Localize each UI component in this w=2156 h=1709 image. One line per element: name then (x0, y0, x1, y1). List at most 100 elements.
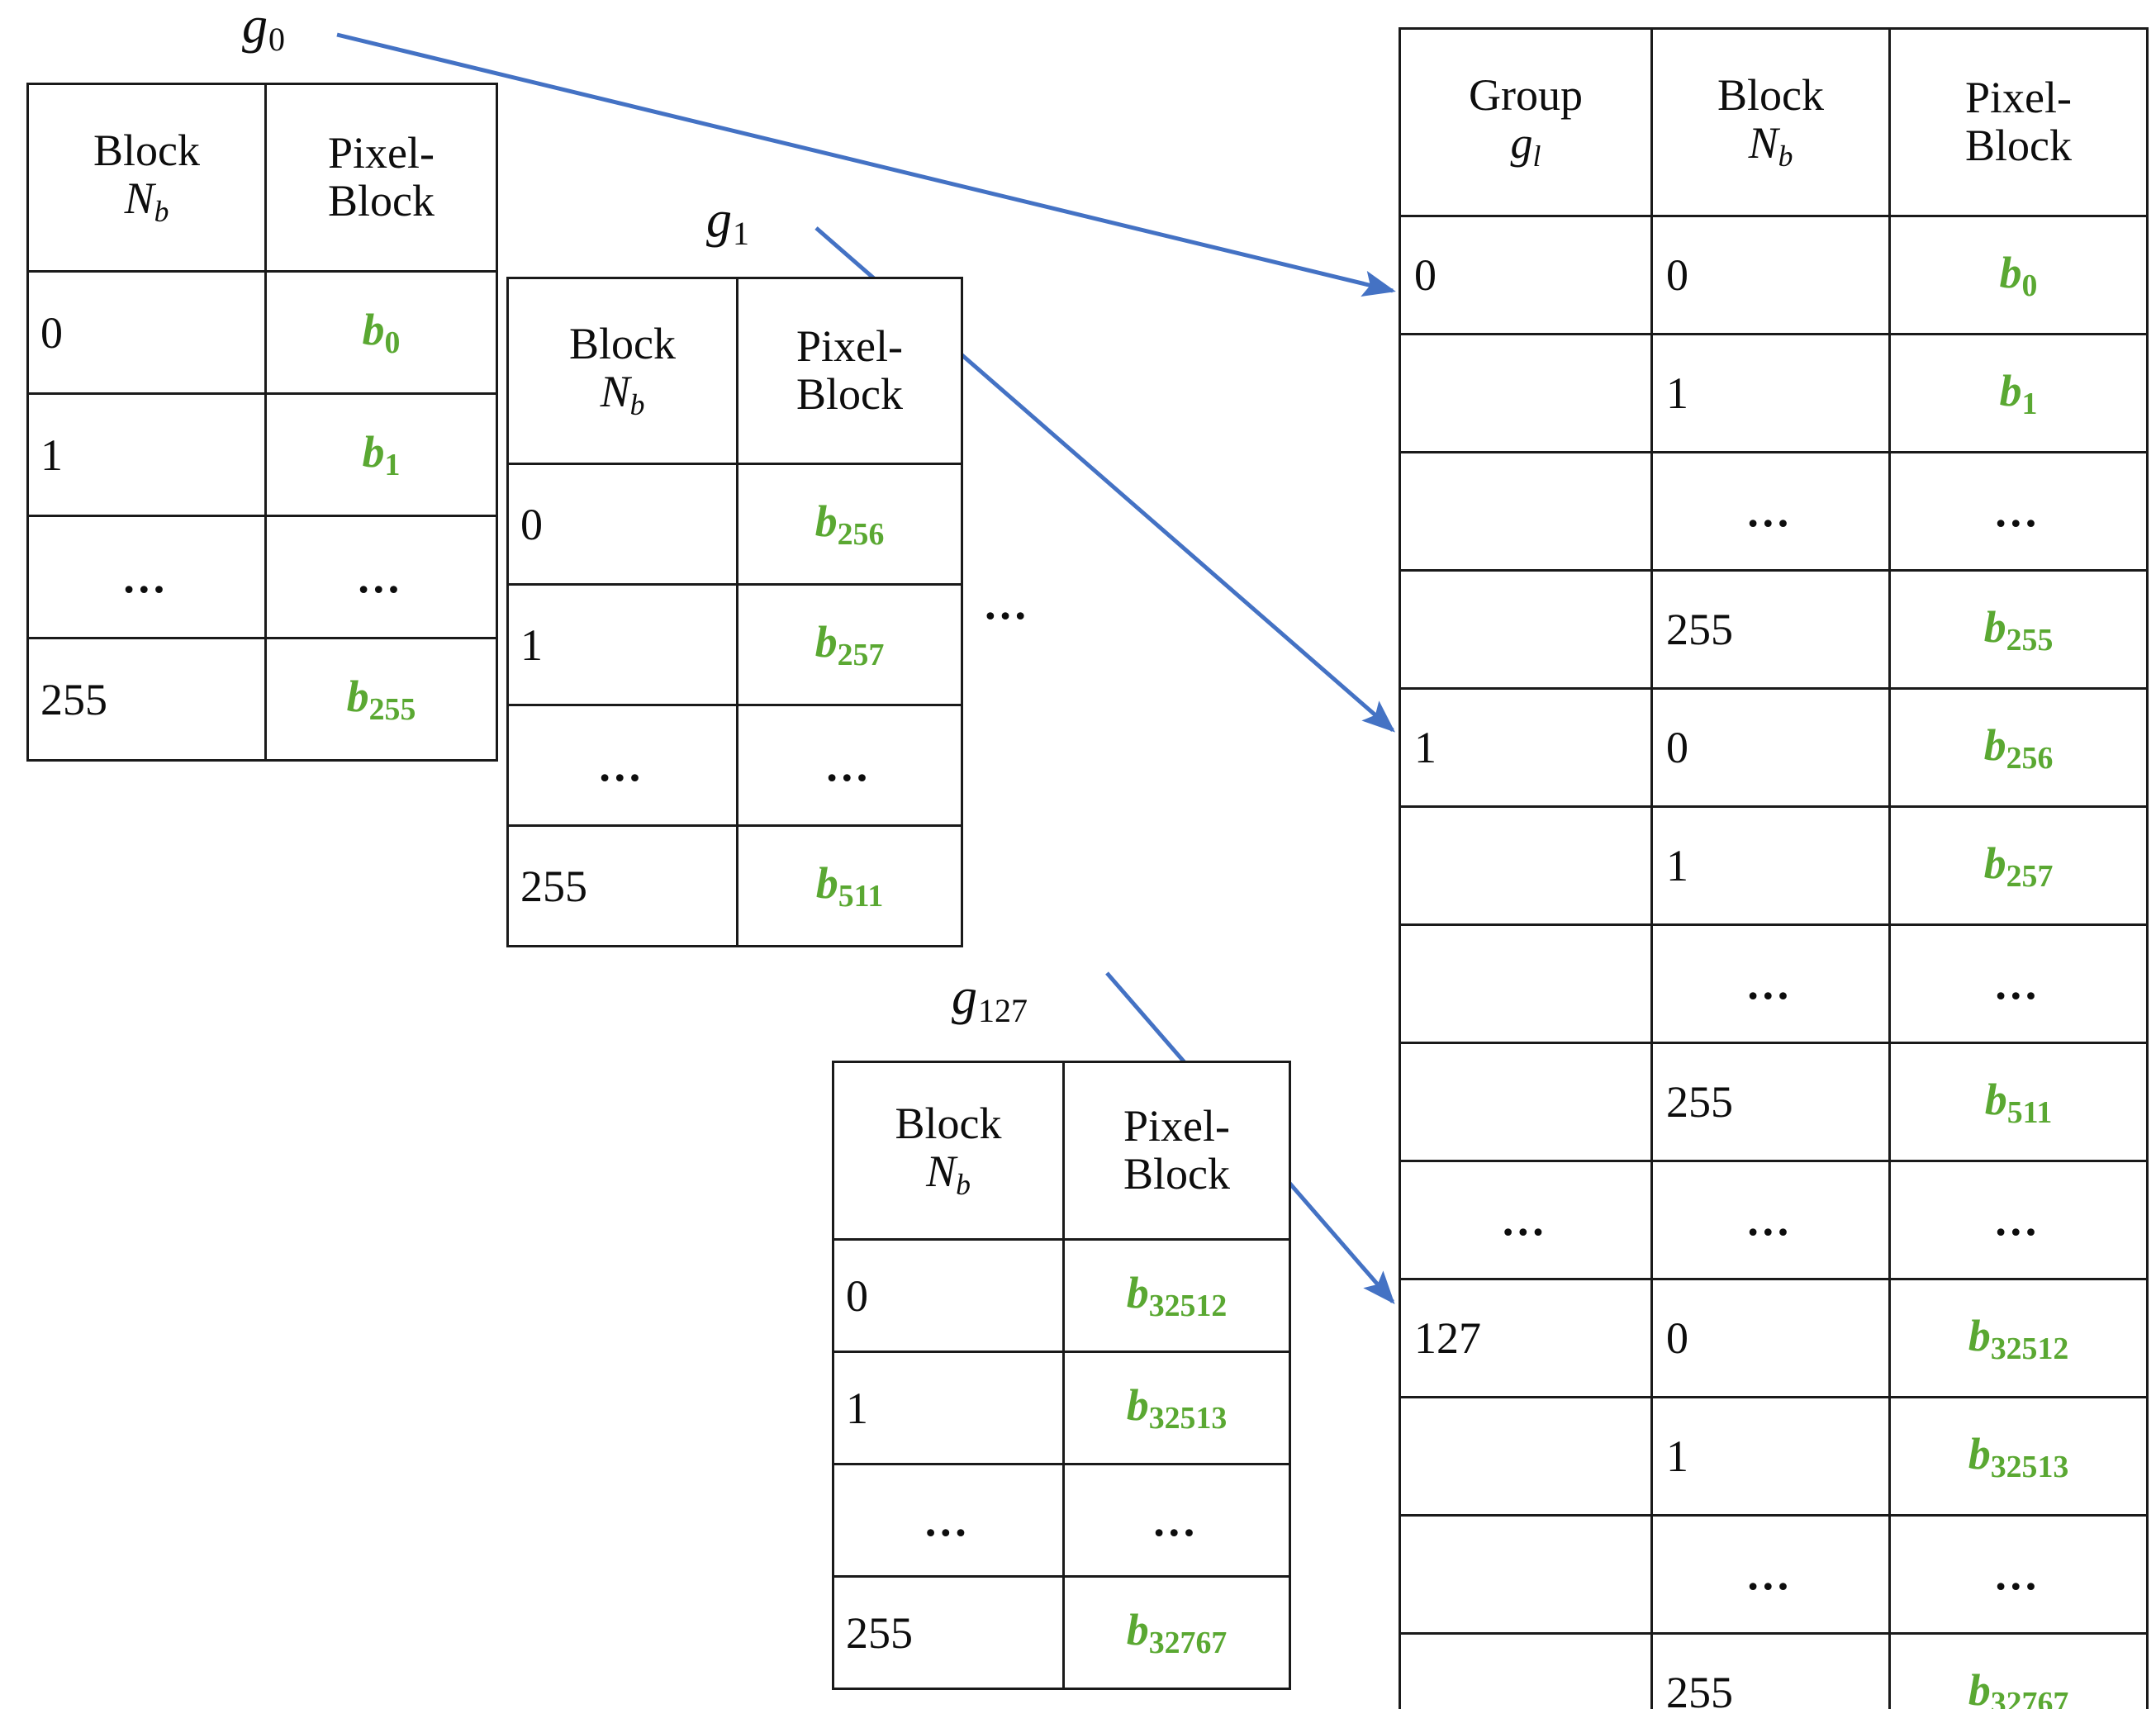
cell-block-index-ellipsis: … (832, 1463, 1065, 1578)
cell-block-index: 255 (1650, 1042, 1891, 1162)
cell-block-index: 0 (1650, 1278, 1891, 1398)
cell-pixel-block: b256 (736, 463, 963, 586)
cell-pixel-block: b511 (1888, 1042, 2149, 1162)
table-row: 0 b256 (506, 463, 963, 586)
cell-group-index (1399, 451, 1653, 572)
cell-block-index: 255 (506, 824, 738, 947)
header-block-nb: Block Nb (1650, 27, 1891, 217)
group-table-g127: Block Nb Pixel- Block 0 b32512 1 b32513 … (832, 1061, 1291, 1690)
cell-group-index (1399, 923, 1653, 1044)
cell-block-index-ellipsis: … (506, 704, 738, 827)
cell-group-index (1399, 1042, 1653, 1162)
cell-pixel-block: b1 (1888, 333, 2149, 453)
table-row: 255 b511 (506, 824, 963, 947)
table-row: … … (1399, 923, 2149, 1044)
table-row: 255 b32767 (1399, 1632, 2149, 1709)
table-row: 1 b1 (26, 392, 498, 517)
cell-block-index: 1 (1650, 333, 1891, 453)
table-row: 0 b32512 (832, 1238, 1291, 1353)
cell-pixel-block-ellipsis: … (736, 704, 963, 827)
table-row: 127 0 b32512 (1399, 1278, 2149, 1398)
cell-block-index: 1 (26, 392, 267, 517)
cell-block-index: 255 (1650, 569, 1891, 690)
cell-pixel-block-ellipsis: … (1888, 451, 2149, 572)
cell-block-index-ellipsis: … (1650, 1160, 1891, 1280)
cell-block-index: 255 (1650, 1632, 1891, 1709)
combined-group-block-table: Group gl Block Nb Pixel- Block 0 0 b0 1 … (1399, 27, 2149, 1709)
header-pixel-block: Pixel- Block (1062, 1061, 1291, 1241)
table-header-row: Block Nb Pixel- Block (26, 83, 498, 273)
table-row: … … … (1399, 1160, 2149, 1280)
cell-block-index: 0 (832, 1238, 1065, 1353)
cell-block-index-ellipsis: … (1650, 1514, 1891, 1635)
header-group-gl: Group gl (1399, 27, 1653, 217)
table-row: 255 b511 (1399, 1042, 2149, 1162)
cell-group-index-ellipsis: … (1399, 1160, 1653, 1280)
table-row: 1 b32513 (832, 1351, 1291, 1465)
cell-block-index: 1 (506, 583, 738, 706)
cell-block-index: 255 (26, 637, 267, 762)
cell-pixel-block: b32513 (1888, 1396, 2149, 1517)
table-row: 255 b32767 (832, 1575, 1291, 1690)
table-row: 1 b257 (1399, 805, 2149, 926)
group-label-g1: g1 (706, 192, 749, 253)
header-block-nb: Block Nb (26, 83, 267, 273)
cell-pixel-block-ellipsis: … (1888, 1160, 2149, 1280)
cell-group-index (1399, 1514, 1653, 1635)
table-row: 1 b1 (1399, 333, 2149, 453)
cell-pixel-block-ellipsis: … (264, 515, 498, 639)
cell-pixel-block: b0 (1888, 215, 2149, 335)
table-row: 1 b32513 (1399, 1396, 2149, 1517)
group-label-g127: g127 (952, 969, 1028, 1030)
cell-block-index: 0 (1650, 215, 1891, 335)
cell-group-index: 127 (1399, 1278, 1653, 1398)
cell-group-index (1399, 1396, 1653, 1517)
cell-block-index: 0 (506, 463, 738, 586)
cell-pixel-block: b256 (1888, 687, 2149, 808)
cell-pixel-block: b32512 (1888, 1278, 2149, 1398)
cell-block-index: 1 (832, 1351, 1065, 1465)
cell-block-index-ellipsis: … (26, 515, 267, 639)
table-row: 0 b0 (26, 270, 498, 395)
cell-block-index: 1 (1650, 805, 1891, 926)
group-table-g1: Block Nb Pixel- Block 0 b256 1 b257 … … … (506, 277, 963, 947)
table-row: 255 b255 (1399, 569, 2149, 690)
cell-pixel-block: b32513 (1062, 1351, 1291, 1465)
table-header-row: Block Nb Pixel- Block (832, 1061, 1291, 1241)
cell-pixel-block: b32767 (1062, 1575, 1291, 1690)
header-pixel-block: Pixel- Block (264, 83, 498, 273)
cell-group-index (1399, 1632, 1653, 1709)
cell-group-index (1399, 569, 1653, 690)
cell-pixel-block: b255 (1888, 569, 2149, 690)
cell-pixel-block: b1 (264, 392, 498, 517)
cell-pixel-block: b257 (1888, 805, 2149, 926)
table-row: … … (506, 704, 963, 827)
cell-group-index (1399, 805, 1653, 926)
cell-block-index: 0 (26, 270, 267, 395)
cell-block-index: 0 (1650, 687, 1891, 808)
cell-pixel-block-ellipsis: … (1888, 1514, 2149, 1635)
header-block-nb: Block Nb (506, 277, 738, 465)
cell-group-index (1399, 333, 1653, 453)
header-block-nb: Block Nb (832, 1061, 1065, 1241)
header-pixel-block: Pixel- Block (1888, 27, 2149, 217)
table-row: 1 0 b256 (1399, 687, 2149, 808)
table-row: … … (832, 1463, 1291, 1578)
cell-pixel-block-ellipsis: … (1062, 1463, 1291, 1578)
cell-block-index: 255 (832, 1575, 1065, 1690)
table-row: … … (1399, 1514, 2149, 1635)
cell-pixel-block: b0 (264, 270, 498, 395)
header-pixel-block: Pixel- Block (736, 277, 963, 465)
table-row: 0 0 b0 (1399, 215, 2149, 335)
cell-block-index-ellipsis: … (1650, 923, 1891, 1044)
table-row: … … (26, 515, 498, 639)
cell-group-index: 0 (1399, 215, 1653, 335)
table-header-row: Block Nb Pixel- Block (506, 277, 963, 465)
table-header-row: Group gl Block Nb Pixel- Block (1399, 27, 2149, 217)
table-row: 255 b255 (26, 637, 498, 762)
cell-pixel-block: b257 (736, 583, 963, 706)
between-tables-ellipsis: … (983, 579, 1033, 629)
cell-pixel-block: b32767 (1888, 1632, 2149, 1709)
cell-pixel-block: b511 (736, 824, 963, 947)
